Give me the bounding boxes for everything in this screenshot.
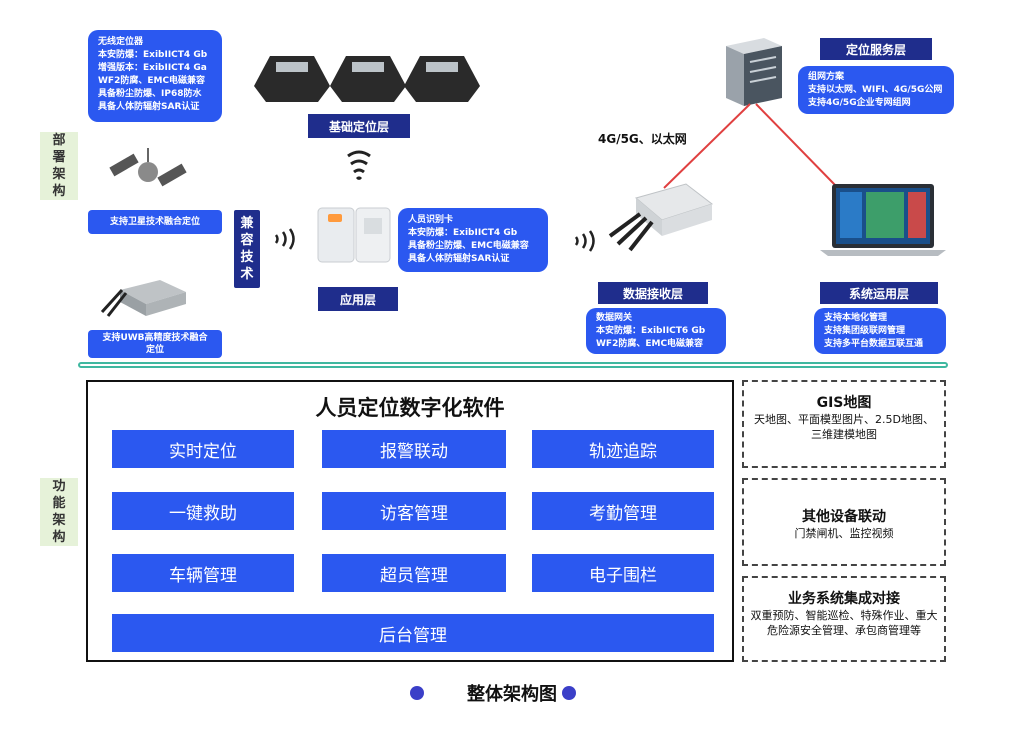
module-vehicle-management[interactable]: 车辆管理	[112, 554, 294, 592]
deploy-architecture-label: 部 署 架 构	[40, 132, 78, 200]
signal-up-icon	[347, 150, 371, 181]
server-icon	[726, 38, 782, 106]
section-divider	[78, 362, 948, 368]
compat-tech-label: 兼 容 技 术	[234, 210, 260, 288]
box-line: 具备人体防辐射SAR认证	[98, 102, 200, 112]
uwb-caption: 支持UWB高精度技术融合定位	[88, 330, 222, 358]
box-line: 支持多平台数据互联互通	[824, 339, 924, 349]
box-line: 组网方案	[808, 72, 845, 82]
business-integration-panel: 业务系统集成对接 双重预防、智能巡检、特殊作业、重大危险源安全管理、承包商管理等	[742, 576, 946, 662]
footer-dot-left	[410, 686, 424, 700]
module-backend-management[interactable]: 后台管理	[112, 614, 714, 652]
signal-right-icon	[274, 228, 295, 250]
box-line: 具备粉尘防爆、IP68防水	[98, 89, 202, 99]
app-layer-tag: 应用层	[318, 287, 398, 311]
module-electronic-fence[interactable]: 电子围栏	[532, 554, 714, 592]
uwb-device-icon	[100, 280, 186, 317]
device-linkage-panel: 其他设备联动 门禁闸机、监控视频	[742, 478, 946, 566]
box-line: 具备人体防辐射SAR认证	[408, 254, 510, 264]
box-line: 无线定位器	[98, 37, 144, 47]
software-title: 人员定位数字化软件	[315, 396, 505, 420]
satellite-caption: 支持卫星技术融合定位	[88, 210, 222, 234]
function-architecture-label: 功 能 架 构	[40, 478, 78, 546]
network-link-label: 4G/5G、以太网	[598, 132, 687, 146]
signal-right-icon	[574, 230, 595, 252]
laptop-icon	[820, 184, 946, 256]
satellite-icon	[109, 148, 187, 187]
box-line: 支持本地化管理	[824, 313, 888, 323]
gateway-device-image	[608, 183, 714, 252]
panel-body: 双重预防、智能巡检、特殊作业、重大危险源安全管理、承包商管理等	[750, 609, 938, 637]
box-line: 本安防爆：ExibIICT4 Gb	[98, 50, 208, 60]
box-line: 增强版本：ExibIICT4 Ga	[98, 63, 207, 73]
wireless-locator-box: 无线定位器 本安防爆：ExibIICT4 Gb 增强版本：ExibIICT4 G…	[88, 30, 222, 122]
module-visitor-management[interactable]: 访客管理	[322, 492, 506, 530]
id-card-box: 人员识别卡 本安防爆：ExibIICT4 Gb 具备粉尘防爆、EMC电磁兼容 具…	[398, 208, 548, 272]
panel-title: 业务系统集成对接	[788, 591, 900, 607]
locator-device	[404, 56, 480, 102]
locator-device	[254, 56, 330, 102]
module-overcrowd-management[interactable]: 超员管理	[322, 554, 506, 592]
data-gateway-box: 数据网关 本安防爆：ExibIICT6 Gb WF2防腐、EMC电磁兼容	[586, 308, 726, 354]
module-realtime-location[interactable]: 实时定位	[112, 430, 294, 468]
footer-title: 整体架构图	[467, 684, 557, 705]
box-line: 本安防爆：ExibIICT6 Gb	[596, 326, 706, 336]
box-line: 本安防爆：ExibIICT4 Gb	[408, 228, 518, 238]
panel-title: GIS地图	[816, 395, 872, 411]
module-alarm-linkage[interactable]: 报警联动	[322, 430, 506, 468]
module-track-tracing[interactable]: 轨迹追踪	[532, 430, 714, 468]
panel-title: 其他设备联动	[802, 509, 886, 525]
box-line: WF2防腐、EMC电磁兼容	[98, 76, 206, 86]
data-receive-layer-tag: 数据接收层	[598, 282, 708, 304]
software-frame	[86, 380, 734, 662]
base-layer-tag: 基础定位层	[308, 114, 410, 138]
box-line: WF2防腐、EMC电磁兼容	[596, 339, 704, 349]
network-links	[663, 103, 837, 189]
id-card-device-image	[317, 207, 391, 263]
location-service-layer-tag: 定位服务层	[820, 38, 932, 60]
network-plan-box: 组网方案 支持以太网、WIFI、4G/5G公网 支持4G/5G企业专网组网	[798, 66, 954, 114]
box-line: 数据网关	[596, 313, 633, 323]
system-app-layer-tag: 系统运用层	[820, 282, 938, 304]
module-attendance-management[interactable]: 考勤管理	[532, 492, 714, 530]
system-mgmt-box: 支持本地化管理 支持集团级联网管理 支持多平台数据互联互通	[814, 308, 946, 354]
box-line: 支持以太网、WIFI、4G/5G公网	[808, 85, 943, 95]
footer-dot-right	[562, 686, 576, 700]
box-line: 支持4G/5G企业专网组网	[808, 98, 911, 108]
box-line: 具备粉尘防爆、EMC电磁兼容	[408, 241, 529, 251]
module-one-key-rescue[interactable]: 一键救助	[112, 492, 294, 530]
panel-body: 天地图、平面模型图片、2.5D地图、三维建模地图	[754, 413, 934, 441]
box-line: 人员识别卡	[408, 215, 454, 225]
box-line: 支持集团级联网管理	[824, 326, 906, 336]
locator-device	[330, 56, 406, 102]
panel-body: 门禁闸机、监控视频	[794, 527, 894, 540]
gis-map-panel: GIS地图 天地图、平面模型图片、2.5D地图、三维建模地图	[742, 380, 946, 468]
locator-devices-image	[254, 56, 480, 102]
